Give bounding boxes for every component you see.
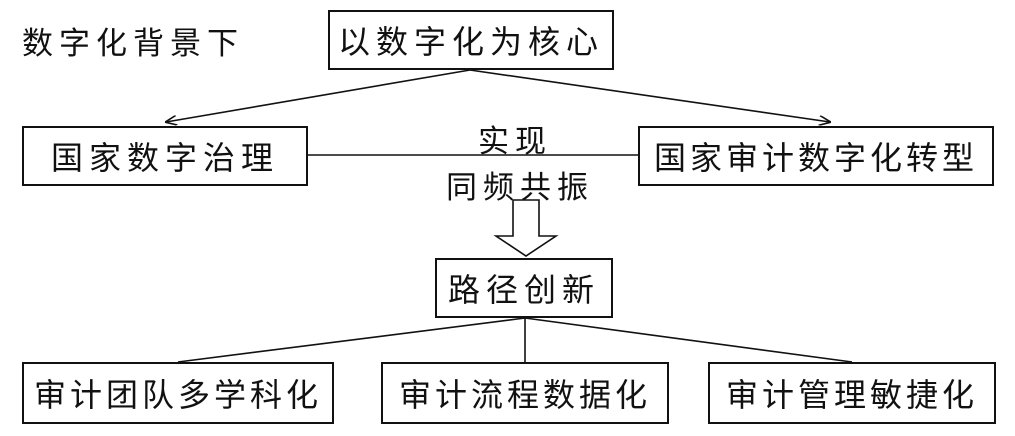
line-result-to-left [177,317,526,363]
core-node: 以数字化为核心 [328,10,614,70]
left-node: 国家数字治理 [22,126,308,186]
link-label-top: 实现 [478,124,552,160]
link-label-bottom: 同频共振 [446,170,594,206]
outcome-node-process: 审计流程数据化 [381,362,669,424]
context-label: 数字化背景下 [22,26,244,62]
hollow-down-arrow [493,199,559,257]
result-node: 路径创新 [435,258,613,318]
right-node: 国家审计数字化转型 [638,126,994,186]
arrow-core-to-right [469,69,830,122]
outcome-node-management: 审计管理敏捷化 [708,362,996,424]
arrow-core-to-left [166,69,471,122]
line-result-to-right [524,317,853,363]
outcome-node-team: 审计团队多学科化 [22,362,334,424]
